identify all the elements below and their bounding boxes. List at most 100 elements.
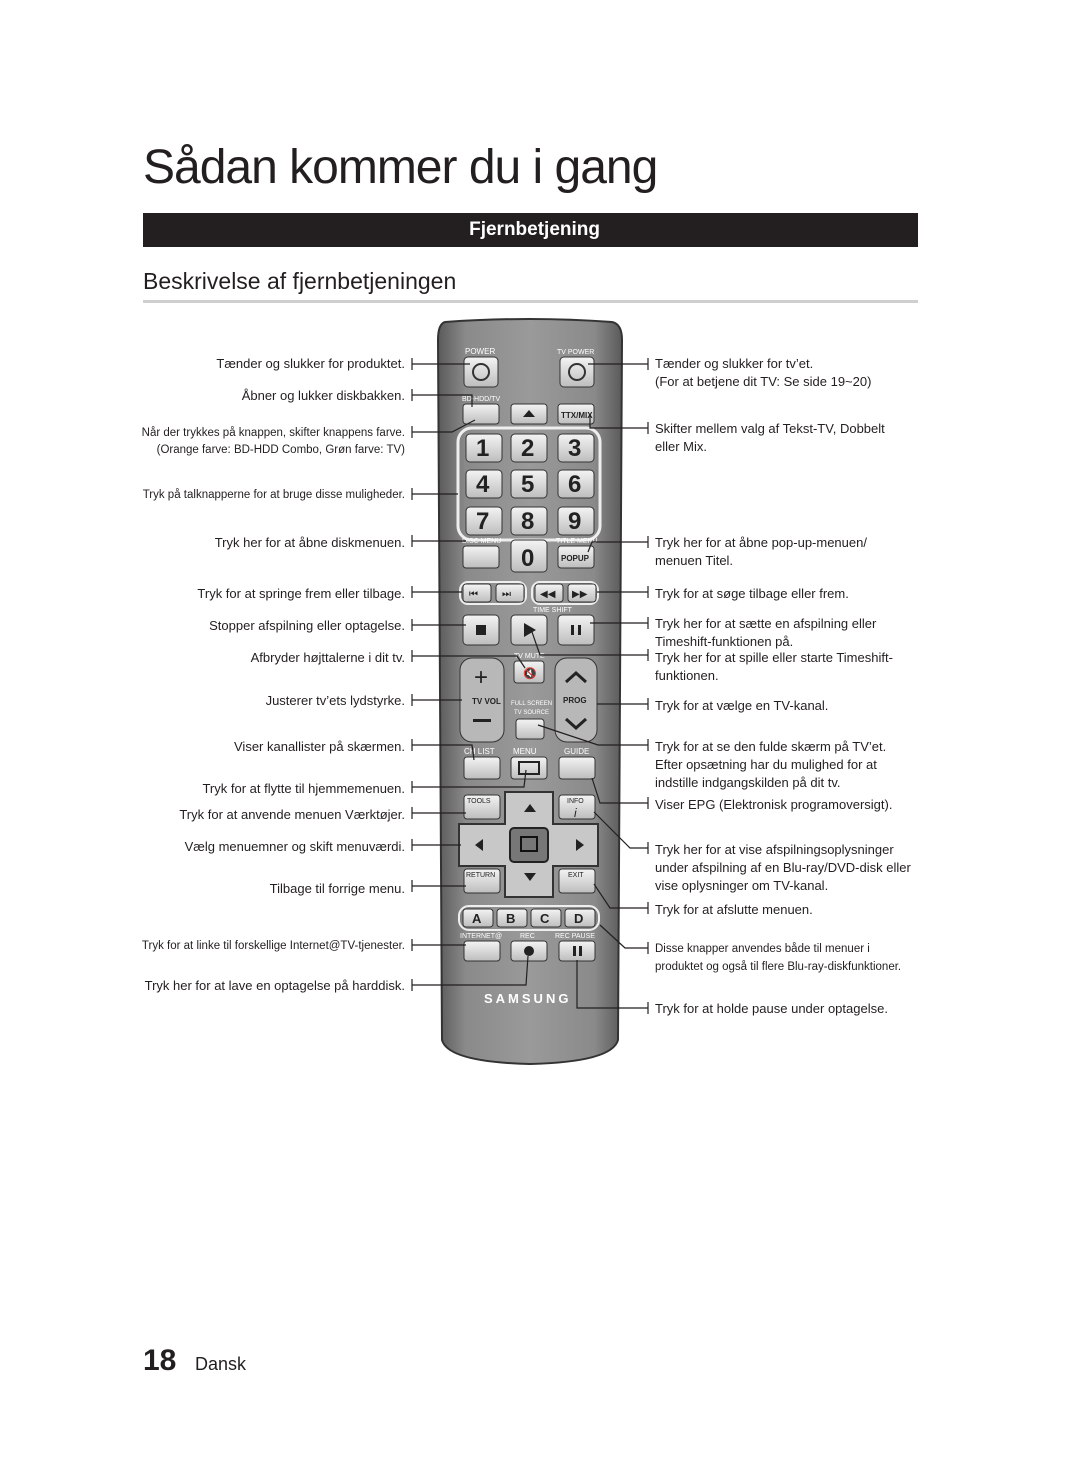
disc-menu-label: DISC MENU	[462, 538, 501, 545]
label-mute: Afbryder højttalerne i dit tv.	[250, 650, 405, 665]
stop-icon	[476, 625, 486, 635]
digit-8: 8	[521, 508, 534, 535]
label-tv-power-note: (For at betjene dit TV: Se side 19~20)	[655, 374, 872, 389]
title-menu-label: TITLE MENU	[556, 538, 598, 545]
label-play-line1: Tryk her for at spille eller starte Time…	[655, 650, 893, 665]
internet-button	[463, 940, 501, 962]
digit-6: 6	[568, 471, 581, 498]
guide-label: GUIDE	[564, 747, 589, 756]
label-info-line3: vise oplysninger om TV-kanal.	[655, 878, 829, 893]
label-skip: Tryk for at springe frem eller tilbage.	[197, 586, 405, 601]
label-exit: Tryk for at afslutte menuen.	[655, 902, 813, 917]
pause-button	[557, 614, 595, 646]
power-button	[463, 356, 499, 388]
skip-forward-button	[495, 583, 525, 603]
prog-label: PROG	[563, 696, 587, 705]
label-navigation: Vælg menuemner og skift menuværdi.	[184, 839, 405, 854]
key-b	[496, 908, 528, 928]
label-tools: Tryk for at anvende menuen Værktøjer.	[179, 807, 405, 822]
popup-label: POPUP	[561, 554, 590, 563]
label-prog: Tryk for at vælge en TV-kanal.	[655, 698, 829, 713]
label-stop: Stopper afspilning eller optagelse.	[209, 618, 405, 633]
menu-icon	[518, 761, 540, 775]
tools-button	[463, 794, 501, 820]
tv-vol-label: TV VOL	[472, 697, 501, 706]
tv-source-label: TV SOURCE	[514, 710, 549, 716]
label-tv-power: Tænder og slukker for tv’et.	[655, 356, 814, 371]
ttx-mix-button	[557, 403, 595, 425]
svg-text:▶▶: ▶▶	[572, 589, 588, 600]
label-popup-line2: menuen Titel.	[655, 553, 734, 568]
key-d-label: D	[574, 911, 583, 926]
label-info-line2: under afspilning af en Blu-ray/DVD-disk …	[655, 860, 911, 875]
power-icon	[472, 363, 490, 381]
svg-text:◀◀: ◀◀	[540, 589, 556, 600]
time-shift-label: TIME SHIFT	[533, 607, 573, 614]
digit-7: 7	[476, 508, 489, 535]
tv-power-button	[559, 356, 595, 388]
search-forward-button	[567, 583, 597, 603]
label-fullscreen-line1: Tryk for at se den fulde skærm på TV’et.	[655, 739, 887, 754]
label-pause-line1: Tryk her for at sætte en afspilning elle…	[655, 616, 877, 631]
label-popup-line1: Tryk her for at åbne pop-up-menuen/	[655, 535, 867, 550]
label-rec: Tryk her for at lave en optagelse på har…	[144, 978, 405, 993]
label-search: Tryk for at søge tilbage eller frem.	[655, 586, 849, 601]
label-eject: Åbner og lukker diskbakken.	[241, 388, 405, 403]
nav-left-icon	[475, 839, 483, 851]
label-color-keys-line2: produktet og også til flere Blu-ray-disk…	[655, 961, 902, 973]
key-c-label: C	[540, 911, 550, 926]
exit-label: EXIT	[568, 872, 584, 879]
label-color-keys-line1: Disse knapper anvendes både til menuer i	[655, 943, 870, 955]
svg-text:⏮: ⏮	[469, 589, 478, 600]
label-fullscreen-line2: Efter opsætning har du mulighed for at	[655, 757, 877, 772]
full-screen-label: FULL SCREEN	[511, 701, 552, 707]
info-icon: i	[574, 806, 577, 820]
guide-button	[558, 756, 596, 780]
section-title: Fjernbetjening	[469, 219, 600, 240]
subtitle: Beskrivelse af fjernbetjeningen	[143, 268, 457, 294]
rec-pause-label: REC PAUSE	[555, 933, 595, 940]
label-mode-colors: (Orange farve: BD-HDD Combo, Grøn farve:…	[156, 444, 405, 456]
numpad: 1 2 3 4 5 6 7 8 9	[465, 433, 595, 536]
rec-pause-button	[558, 940, 596, 962]
page-language: Dansk	[195, 1354, 247, 1374]
rec-label: REC	[520, 933, 535, 940]
disc-menu-button	[462, 545, 500, 569]
bd-hdd-tv-label: BD-HDD/TV	[462, 396, 500, 403]
mute-button	[513, 660, 545, 684]
exit-button	[558, 868, 596, 894]
label-rec-pause: Tryk for at holde pause under optagelse.	[655, 1001, 888, 1016]
mute-icon: 🔇	[523, 667, 537, 680]
popup-button	[557, 545, 595, 569]
key-c	[530, 908, 562, 928]
label-mode-switch: Når der trykkes på knappen, skifter knap…	[141, 427, 405, 439]
brand-logo: SAMSUNG	[484, 991, 571, 1006]
key-a-label: A	[472, 911, 482, 926]
label-number-keys: Tryk på talknapperne for at bruge disse …	[142, 489, 405, 501]
mode-button	[462, 403, 500, 425]
digit-0-button	[510, 539, 548, 573]
svg-text:+: +	[474, 664, 488, 691]
label-return: Tilbage til forrige menu.	[269, 881, 405, 896]
page-title: Sådan kommer du i gang	[143, 141, 658, 194]
menu-button	[510, 756, 548, 780]
label-disc-menu: Tryk her for at åbne diskmenuen.	[214, 535, 405, 550]
label-guide: Viser EPG (Elektronisk programoversigt).	[655, 797, 893, 812]
svg-text:⏭: ⏭	[502, 589, 511, 600]
digit-5: 5	[521, 471, 534, 498]
tv-power-label: TV POWER	[557, 349, 594, 356]
key-a	[462, 908, 494, 928]
info-button	[558, 794, 596, 820]
nav-right-icon	[576, 839, 584, 851]
key-d	[564, 908, 596, 928]
power-label: POWER	[465, 347, 495, 356]
digit-2: 2	[521, 435, 534, 462]
digit-0: 0	[521, 545, 534, 572]
enter-button	[509, 827, 549, 863]
rec-icon	[524, 946, 534, 956]
ttx-mix-label: TTX/MIX	[561, 411, 593, 420]
label-ttx-line2: eller Mix.	[655, 439, 708, 454]
label-volume: Justerer tv’ets lydstyrke.	[265, 693, 405, 708]
digit-9: 9	[568, 508, 581, 535]
